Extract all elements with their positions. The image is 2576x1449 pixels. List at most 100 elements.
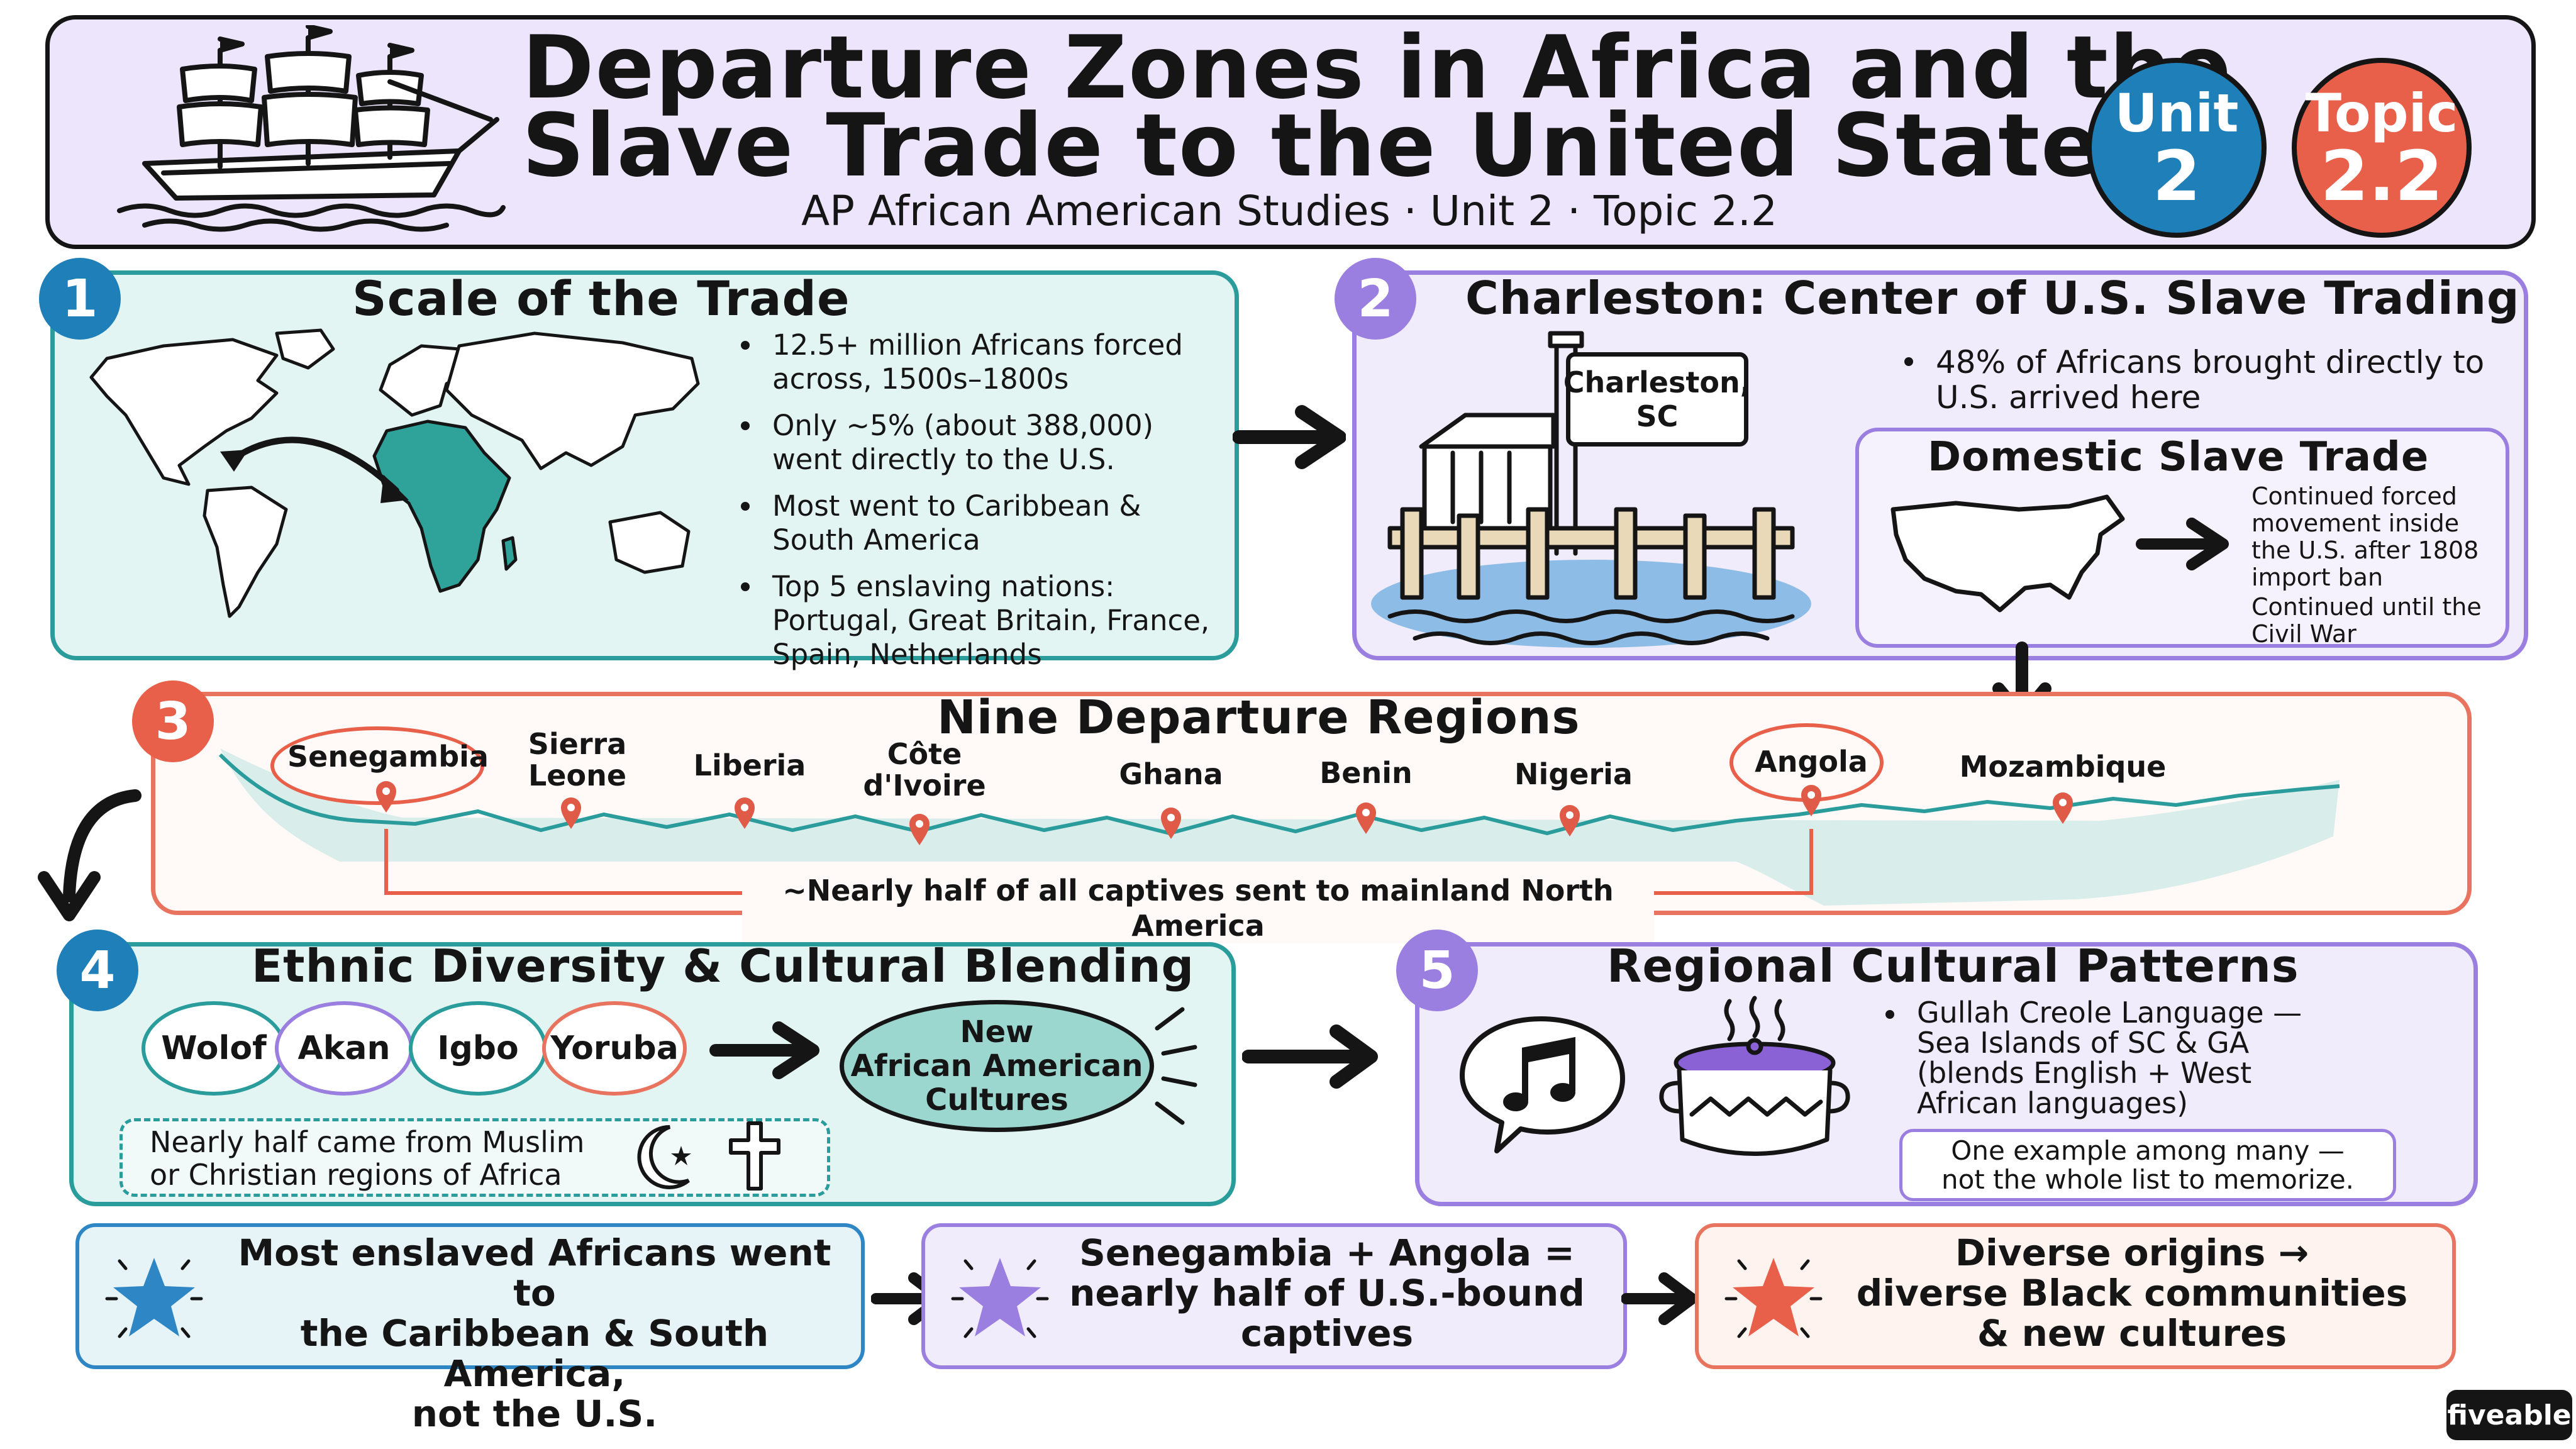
takeaway-1-line2: the Caribbean & South America, [300, 1312, 769, 1395]
unit-badge-label: Unit [2114, 82, 2239, 144]
bullet-charleston-48: 48% of Africans brought directly to U.S.… [1899, 345, 2490, 415]
map-pin-icon [735, 797, 755, 829]
charleston-sign: Charleston, SC [1563, 352, 1752, 447]
region-liberia: Liberia [694, 750, 806, 781]
map-pin-icon [1161, 808, 1181, 839]
region-ghana: Ghana [1119, 758, 1223, 790]
region-benin: Benin [1319, 757, 1413, 789]
page-title-line2: Slave Trade to the United States [522, 95, 2154, 196]
gullah-line3: (blends English + West [1917, 1056, 2252, 1090]
map-pin-icon [1801, 785, 1821, 816]
takeaway-3-line3: & new cultures [1977, 1312, 2287, 1355]
region-label: Sierra [528, 727, 627, 761]
takeaway-1-text: Most enslaved Africans went to the Carib… [220, 1233, 849, 1434]
region-label: Benin [1319, 756, 1413, 790]
gullah-line1: Gullah Creole Language — [1917, 996, 2302, 1030]
bullet-caribbean: Most went to Caribbean & South America [736, 489, 1226, 557]
section-scale-of-trade [50, 270, 1239, 660]
map-pin-icon [561, 797, 581, 829]
region-label: Leone [528, 758, 627, 792]
note-line2: or Christian regions of Africa [150, 1158, 562, 1192]
section-4-title: Ethnic Diversity & Cultural Blending [252, 940, 1195, 992]
topic-badge: Topic 2.2 [2292, 58, 2472, 238]
star-icon [1724, 1258, 1823, 1338]
group-igbo: Igbo [409, 1001, 547, 1096]
gullah-line4: African languages) [1917, 1086, 2189, 1120]
takeaway-2-line3: captives [1240, 1312, 1414, 1355]
bullet-gullah: Gullah Creole Language — Sea Islands of … [1880, 997, 2459, 1118]
muslim-christian-note-box [119, 1118, 830, 1197]
bullet-top-nations: Top 5 enslaving nations: Portugal, Great… [736, 570, 1226, 672]
map-pin-icon [909, 814, 930, 845]
bullet-total-africans: 12.5+ million Africans forced across, 15… [736, 328, 1226, 396]
world-map-icon [89, 328, 700, 618]
star-icon [105, 1258, 203, 1338]
section-5-number: 5 [1396, 930, 1478, 1011]
arrow-right-icon [2136, 518, 2229, 570]
region-label: d'Ivoire [863, 769, 986, 802]
gullah-note-line1: One example among many — [1951, 1135, 2345, 1166]
map-pin-icon [1356, 802, 1376, 834]
arrow-right-icon [709, 1021, 819, 1079]
fiveable-logo: fiveable [2446, 1390, 2572, 1440]
group-akan: Akan [275, 1001, 413, 1096]
charleston-sign-line1: Charleston, [1563, 365, 1752, 399]
region-nigeria: Nigeria [1514, 758, 1633, 790]
bracket-note: ~Nearly half of all captives sent to mai… [742, 873, 1654, 943]
region-mozambique: Mozambique [1960, 751, 2167, 782]
takeaway-2-text: Senegambia + Angola = nearly half of U.S… [1044, 1233, 1610, 1353]
bullet-direct-to-us: Only ~5% (about 388,000) went directly t… [736, 409, 1226, 477]
section-1-bullets: 12.5+ million Africans forced across, 15… [736, 328, 1226, 684]
region-label: Senegambia [287, 740, 489, 774]
map-pin-icon [1560, 805, 1580, 836]
arrow-right-icon [1242, 1024, 1378, 1089]
section-3-number: 3 [132, 680, 214, 762]
group-yoruba: Yoruba [542, 1001, 687, 1096]
cooking-pot-icon [1659, 996, 1850, 1156]
takeaway-diverse-origins [1695, 1223, 2456, 1369]
takeaway-3-line2: diverse Black communities [1856, 1272, 2408, 1314]
section-2-bullets: 48% of Africans brought directly to U.S.… [1899, 345, 2490, 428]
takeaway-senegambia-angola [921, 1223, 1627, 1369]
group-wolof: Wolof [142, 1001, 286, 1096]
topic-badge-label: Topic [2305, 82, 2458, 144]
charleston-sign-line2: SC [1636, 399, 1679, 433]
takeaway-1-line3: not the U.S. [411, 1392, 658, 1435]
map-pin-icon [376, 781, 396, 813]
region-label: Côte [887, 737, 962, 771]
new-cultures-line3: Cultures [925, 1082, 1069, 1118]
takeaway-3-line1: Diverse origins → [1955, 1231, 2309, 1274]
domestic-text-2: Continued until the Civil War [2251, 593, 2482, 648]
region-label: Nigeria [1514, 757, 1633, 791]
section-5-title: Regional Cultural Patterns [1607, 940, 2299, 992]
burst-lines-icon [1155, 1007, 1197, 1125]
region-label: Angola [1755, 745, 1868, 779]
domestic-slave-trade-title: Domestic Slave Trade [1928, 434, 2429, 480]
takeaway-2-line1: Senegambia + Angola = [1079, 1231, 1575, 1274]
takeaway-1-line1: Most enslaved Africans went to [238, 1231, 831, 1314]
section-4-number: 4 [57, 930, 138, 1011]
curved-arrow-icon [38, 789, 142, 921]
takeaway-3-text: Diverse origins → diverse Black communit… [1824, 1233, 2440, 1353]
map-pin-icon [2053, 792, 2073, 824]
section-3-title: Nine Departure Regions [937, 691, 1580, 745]
page-title-line1: Departure Zones in Africa and the [522, 17, 2233, 118]
region-label: Mozambique [1959, 750, 2167, 784]
section-1-title: Scale of the Trade [352, 270, 850, 326]
us-map-icon [1890, 494, 2125, 613]
section-2-title: Charleston: Center of U.S. Slave Trading [1465, 272, 2520, 325]
unit-badge-value: 2 [2152, 136, 2201, 216]
topic-badge-value: 2.2 [2320, 136, 2443, 216]
page-subtitle: AP African American Studies · Unit 2 · T… [801, 187, 1777, 235]
note-line1: Nearly half came from Muslim [150, 1125, 585, 1159]
ship-icon [117, 25, 506, 232]
new-cultures-line2: African American [850, 1048, 1143, 1084]
new-cultures-oval: New African American Cultures [840, 1000, 1154, 1132]
star-icon [951, 1258, 1049, 1338]
domestic-text-1: Continued forced movement inside the U.S… [2251, 482, 2479, 591]
takeaway-caribbean [75, 1223, 865, 1369]
section-2-number: 2 [1335, 258, 1416, 340]
new-cultures-line1: New [960, 1014, 1034, 1050]
gullah-note-line2: not the whole list to memorize. [1941, 1163, 2355, 1195]
